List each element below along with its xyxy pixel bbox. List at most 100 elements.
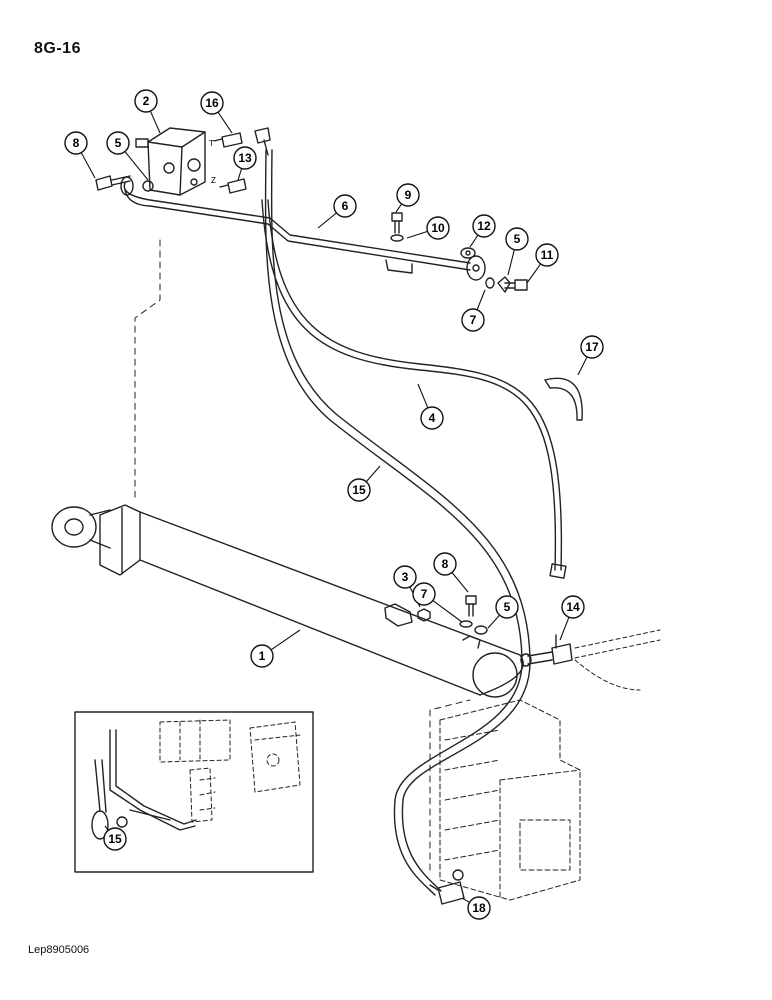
callout-circle — [580, 335, 604, 359]
callout-3: 3 — [393, 565, 421, 608]
callout-number: 5 — [115, 136, 122, 150]
callout-leader — [476, 289, 486, 310]
hose-15 — [264, 149, 531, 896]
callout-leader — [237, 168, 243, 181]
seal-5-lower — [474, 625, 488, 635]
callout-circle — [433, 552, 457, 576]
port-label-t: T — [209, 139, 214, 148]
callout-leader — [104, 825, 109, 831]
fitting-13 — [219, 178, 247, 194]
callout-number: 4 — [429, 411, 436, 425]
callout-number: 2 — [143, 94, 150, 108]
page-code: 8G-16 — [34, 40, 81, 57]
hose-to-right — [574, 629, 661, 691]
callout-15: 15 — [103, 825, 127, 851]
callout-14: 14 — [559, 595, 585, 641]
callout-circle — [333, 194, 357, 218]
callout-5: 5 — [487, 595, 519, 629]
seal-7 — [485, 277, 495, 289]
callout-18: 18 — [461, 896, 491, 920]
hydraulic-cylinder — [51, 504, 524, 698]
callout-number: 16 — [205, 96, 219, 110]
port-label-z: Z — [211, 176, 216, 185]
callout-leader — [461, 897, 470, 903]
callout-circle — [495, 595, 519, 619]
washer-10 — [390, 234, 404, 242]
callout-number: 17 — [585, 340, 599, 354]
callout-circle — [505, 227, 529, 251]
callout-number: 13 — [238, 151, 252, 165]
tee-fitting-14 — [520, 634, 573, 667]
callout-circle — [561, 595, 585, 619]
callout-leader — [577, 356, 588, 376]
washer-7 — [459, 620, 473, 628]
callout-circle — [426, 216, 450, 240]
image-reference: Lep8905006 — [28, 944, 90, 956]
callout-17: 17 — [577, 335, 604, 376]
hose-4 — [261, 199, 567, 579]
callout-4: 4 — [417, 383, 444, 430]
callout-circle — [461, 308, 485, 332]
callout-16: 16 — [200, 91, 233, 134]
bolt-11 — [504, 279, 528, 291]
clamp-5 — [497, 276, 511, 293]
cylinder-bracket — [384, 603, 481, 649]
callout-2: 2 — [134, 89, 161, 134]
callout-circle — [467, 896, 491, 920]
callout-12: 12 — [469, 214, 496, 248]
strap-17 — [544, 377, 583, 421]
callout-number: 1 — [259, 649, 266, 663]
callout-circle — [347, 478, 371, 502]
callout-leader — [217, 111, 233, 134]
callout-leader — [406, 230, 428, 239]
callout-circle — [412, 582, 436, 606]
callout-circle — [106, 131, 130, 155]
callout-leader — [270, 629, 301, 651]
callout-circle — [64, 131, 88, 155]
callout-number: 5 — [514, 232, 521, 246]
fitting-18 — [429, 869, 465, 905]
callout-number: 15 — [352, 483, 366, 497]
elbow-fitting — [254, 127, 271, 156]
callout-leader — [432, 600, 463, 623]
callout-10: 10 — [406, 216, 450, 240]
callout-circle — [200, 91, 224, 115]
callout-leader — [149, 110, 161, 134]
bolt-12 — [460, 247, 476, 259]
bolt-8-lower — [465, 595, 477, 617]
callout-number: 7 — [470, 313, 477, 327]
callout-15: 15 — [347, 465, 381, 502]
rigid-tube-6 — [120, 176, 471, 274]
callout-5: 5 — [106, 131, 149, 181]
valve-block — [135, 127, 206, 196]
callout-leader — [559, 617, 570, 641]
callout-number: 18 — [472, 901, 486, 915]
tube-flange — [466, 255, 486, 281]
callout-leader — [526, 263, 542, 284]
callout-number: 8 — [73, 136, 80, 150]
callout-circle — [420, 406, 444, 430]
callout-leader — [469, 234, 479, 248]
callout-6: 6 — [317, 194, 357, 229]
callout-leader — [317, 212, 337, 229]
callout-number: 12 — [477, 219, 491, 233]
callout-7: 7 — [412, 582, 463, 623]
inset-detail — [74, 711, 314, 873]
callout-circle — [472, 214, 496, 238]
callout-number: 14 — [566, 600, 580, 614]
callout-leader — [507, 249, 515, 276]
callout-number: 11 — [541, 248, 554, 262]
callout-leader — [395, 203, 403, 213]
callout-number: 15 — [108, 832, 122, 846]
machine-frame-outline — [134, 239, 471, 871]
callout-5: 5 — [505, 227, 529, 276]
callout-number: 3 — [402, 570, 409, 584]
callout-number: 6 — [342, 199, 349, 213]
nut-3 — [417, 608, 431, 622]
callout-13: 13 — [233, 146, 257, 181]
callout-leader — [487, 614, 501, 629]
callout-leader — [417, 383, 429, 409]
